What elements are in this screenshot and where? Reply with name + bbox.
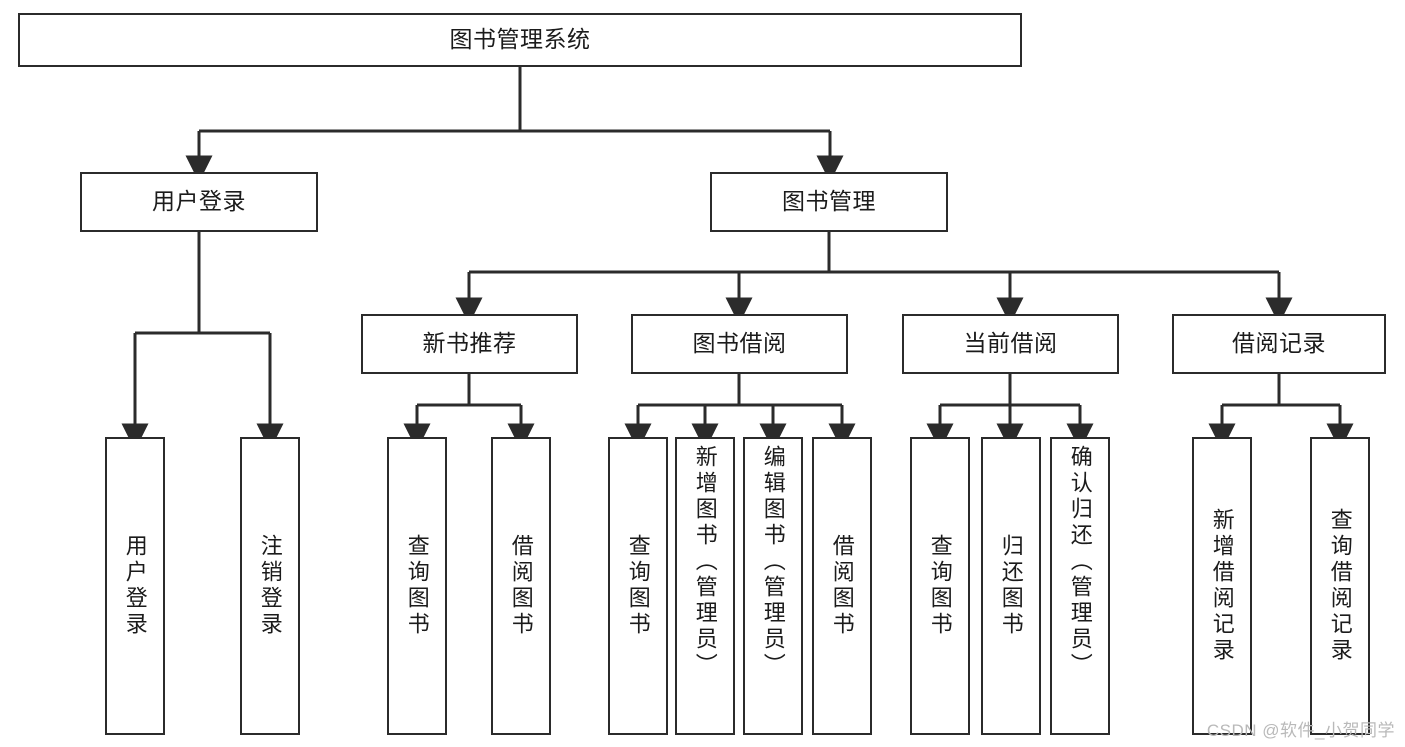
leaf-recommend-borrow-book[interactable]: 借阅图书	[491, 437, 551, 735]
node-book-borrow[interactable]: 图书借阅	[631, 314, 848, 374]
node-current-borrow[interactable]: 当前借阅	[902, 314, 1119, 374]
node-new-book-recommend[interactable]: 新书推荐	[361, 314, 578, 374]
leaf-borrow-query-book-label: 查询图书	[625, 534, 651, 638]
leaf-current-confirm-return-admin[interactable]: 确认归还（管理员）	[1050, 437, 1110, 735]
watermark-text: CSDN @软件_小贺同学	[1206, 721, 1395, 740]
leaf-borrow-edit-book-admin[interactable]: 编辑图书（管理员）	[743, 437, 803, 735]
leaf-current-query-book-label: 查询图书	[927, 534, 953, 638]
leaf-recommend-borrow-book-label: 借阅图书	[508, 534, 534, 638]
node-borrow-record-label: 借阅记录	[1232, 330, 1326, 357]
leaf-recommend-query-book[interactable]: 查询图书	[387, 437, 447, 735]
leaf-current-query-book[interactable]: 查询图书	[910, 437, 970, 735]
node-user-login[interactable]: 用户登录	[80, 172, 318, 232]
leaf-current-return-book-label: 归还图书	[998, 534, 1024, 638]
leaf-borrow-query-book[interactable]: 查询图书	[608, 437, 668, 735]
leaf-user-login-login[interactable]: 用户登录	[105, 437, 165, 735]
leaf-borrow-borrow-book-label: 借阅图书	[829, 534, 855, 638]
leaf-record-add-record-label: 新增借阅记录	[1209, 508, 1235, 664]
leaf-recommend-query-book-label: 查询图书	[404, 534, 430, 638]
leaf-borrow-add-book-admin[interactable]: 新增图书（管理员）	[675, 437, 735, 735]
node-user-login-label: 用户登录	[152, 188, 246, 215]
node-book-management[interactable]: 图书管理	[710, 172, 948, 232]
leaf-borrow-add-book-admin-label: 新增图书（管理员）	[692, 445, 718, 679]
node-new-book-recommend-label: 新书推荐	[422, 330, 517, 357]
node-root-system-label: 图书管理系统	[449, 26, 591, 53]
leaf-user-login-logout-label: 注销登录	[257, 534, 283, 638]
leaf-record-query-record[interactable]: 查询借阅记录	[1310, 437, 1370, 735]
node-current-borrow-label: 当前借阅	[963, 330, 1058, 357]
leaf-user-login-login-label: 用户登录	[122, 534, 148, 638]
node-root-system[interactable]: 图书管理系统	[18, 13, 1022, 67]
node-book-management-label: 图书管理	[782, 188, 876, 215]
leaf-current-return-book[interactable]: 归还图书	[981, 437, 1041, 735]
leaf-borrow-borrow-book[interactable]: 借阅图书	[812, 437, 872, 735]
node-borrow-record[interactable]: 借阅记录	[1172, 314, 1386, 374]
leaf-current-confirm-return-admin-label: 确认归还（管理员）	[1067, 445, 1093, 679]
leaf-record-query-record-label: 查询借阅记录	[1327, 508, 1353, 664]
leaf-record-add-record[interactable]: 新增借阅记录	[1192, 437, 1252, 735]
leaf-user-login-logout[interactable]: 注销登录	[240, 437, 300, 735]
leaf-borrow-edit-book-admin-label: 编辑图书（管理员）	[760, 445, 786, 679]
node-book-borrow-label: 图书借阅	[692, 330, 787, 357]
